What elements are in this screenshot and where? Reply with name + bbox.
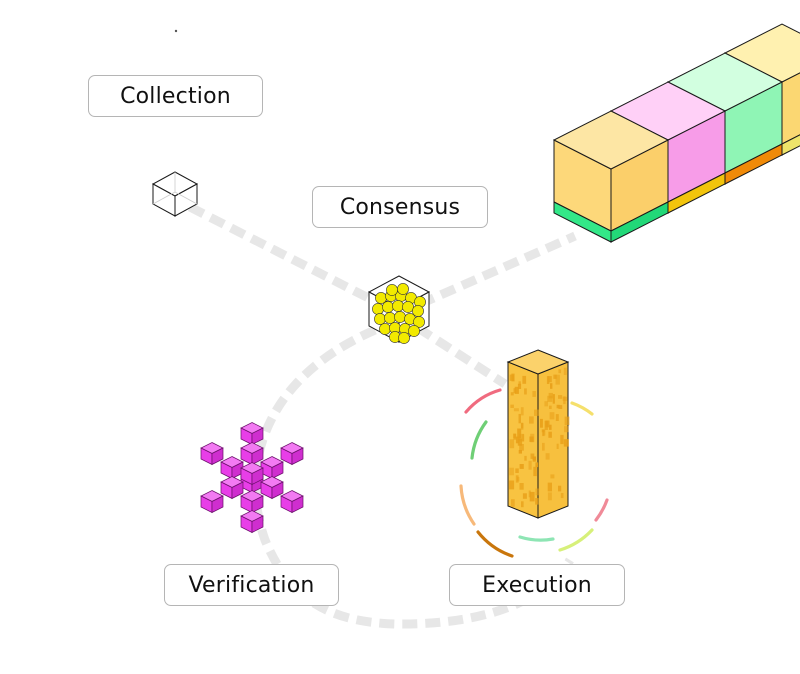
tower-texture — [509, 367, 570, 508]
wireframe-cube-icon — [151, 171, 199, 217]
magenta-cube — [240, 422, 264, 446]
magenta-cube — [260, 476, 284, 500]
magenta-cube — [220, 476, 244, 500]
yellow-spheres — [372, 283, 426, 344]
magenta-cube — [200, 490, 224, 514]
verification-label: Verification — [164, 564, 339, 606]
arc-mint-bottom — [518, 535, 555, 542]
magenta-cube — [260, 456, 284, 480]
path-consensus-chain — [418, 231, 577, 309]
path-collection-consensus — [187, 202, 395, 315]
chain-block — [552, 110, 670, 243]
block-chain-icon — [552, 23, 800, 243]
arc-green-left — [470, 420, 488, 460]
execution-ring — [459, 388, 609, 558]
magenta-cube — [240, 510, 264, 534]
cube-cluster-icon — [200, 422, 304, 534]
spheres-cube-icon — [367, 275, 431, 344]
arc-lime-bottom — [558, 528, 594, 552]
arc-yellow-top — [570, 401, 594, 416]
magenta-cube — [280, 490, 304, 514]
arc-brown-bottom — [476, 530, 514, 558]
bar-tower-icon — [506, 349, 570, 519]
collection-label: Collection — [88, 75, 263, 117]
magenta-cube — [240, 490, 264, 514]
magenta-cube — [240, 442, 264, 466]
arc-red-top — [464, 388, 502, 414]
magenta-cube — [280, 442, 304, 466]
path-consensus-execution — [415, 324, 508, 388]
magenta-cube — [240, 462, 264, 486]
execution-label: Execution — [449, 564, 625, 606]
consensus-label: Consensus — [312, 186, 488, 228]
arc-orange-left — [459, 484, 476, 526]
magenta-cube — [220, 456, 244, 480]
arc-pink-right — [594, 498, 609, 522]
stray-dot — [174, 29, 178, 33]
magenta-cube — [200, 442, 224, 466]
